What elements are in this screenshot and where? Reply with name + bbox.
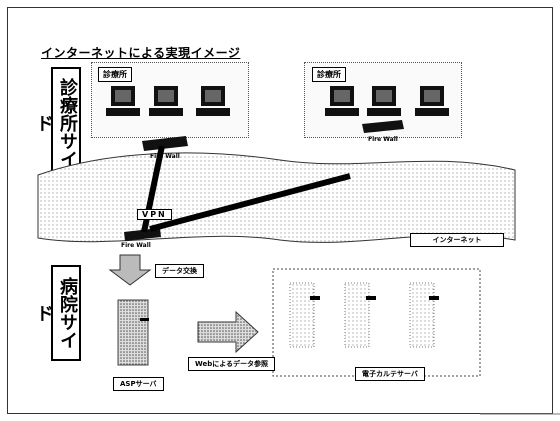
slide-title: インターネットによる実現イメージ bbox=[41, 46, 241, 60]
emr-server-label: 電子カルテサーバ bbox=[355, 367, 425, 381]
down-arrow-icon bbox=[108, 254, 152, 286]
computer-icon bbox=[325, 86, 449, 116]
firewall-label: Fire Wall bbox=[150, 153, 180, 160]
asp-server-label: ASPサーバ bbox=[113, 377, 164, 391]
data-exchange-label: データ交換 bbox=[155, 264, 204, 278]
server-icon bbox=[289, 282, 435, 348]
server-icon bbox=[117, 299, 149, 366]
clinic-side-label: 診療所サイド bbox=[33, 67, 81, 179]
firewall-icon bbox=[362, 120, 404, 133]
right-arrow-icon bbox=[197, 310, 259, 354]
web-reference-label: Webによるデータ参照 bbox=[188, 357, 276, 371]
firewall-icon bbox=[142, 136, 188, 151]
slide-frame bbox=[7, 7, 553, 414]
hospital-side-label: 病院サイド bbox=[33, 265, 81, 361]
vpn-label: VPN bbox=[137, 209, 172, 220]
firewall-label: Fire Wall bbox=[368, 136, 398, 143]
firewall-label: Fire Wall bbox=[121, 242, 151, 249]
clinic-tag-left: 診療所 bbox=[98, 67, 132, 82]
clinic-tag-right: 診療所 bbox=[312, 67, 346, 82]
computer-icon bbox=[106, 86, 230, 116]
internet-label: インターネット bbox=[410, 233, 504, 247]
